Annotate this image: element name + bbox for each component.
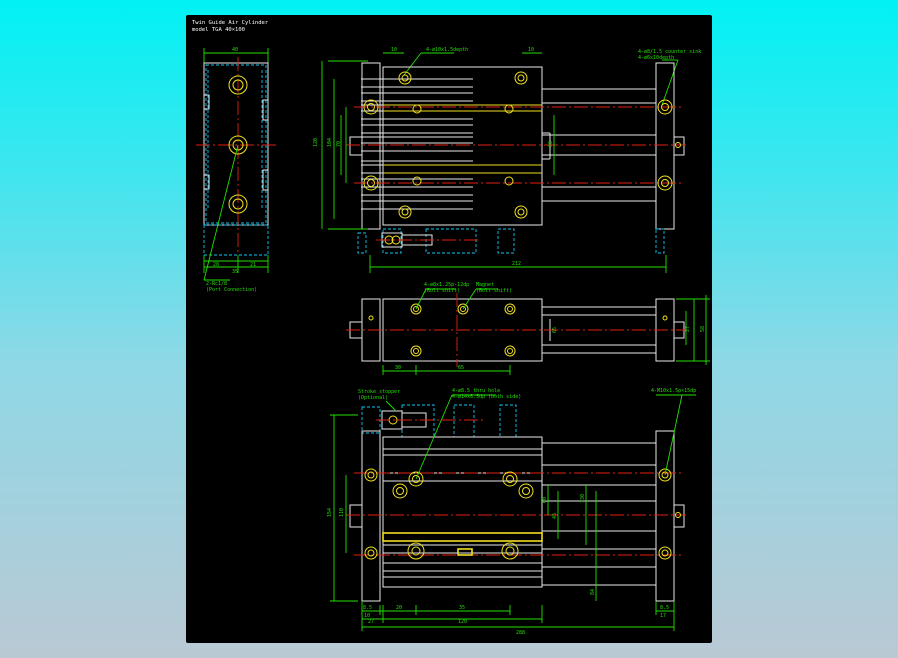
bot-dim-g: 17 bbox=[660, 613, 666, 619]
top-holes-label: 4-ø10x1.5depth bbox=[426, 47, 468, 53]
title-line-1: Twin Guide Air Cylinder bbox=[192, 20, 269, 26]
bot-dim-c: 35 bbox=[459, 605, 465, 611]
mid-dim-r2: 58 bbox=[700, 326, 706, 332]
bot-callout-mid-1: 4-ø8.5 thru hole bbox=[452, 388, 500, 394]
bot-dim-mid-d: 84 bbox=[590, 589, 596, 595]
mid-callout-1a: 4-ø8x1.25p-12dp bbox=[424, 282, 469, 288]
bot-callout-left-2: (Optional) bbox=[358, 395, 388, 401]
bot-dim-mid-a: 60 bbox=[542, 497, 548, 503]
mid-dim-r1: 27 bbox=[685, 326, 691, 332]
side-top-width: 40 bbox=[232, 47, 238, 53]
mid-dim-left: 30 bbox=[395, 365, 401, 371]
bot-height-outer: 154 bbox=[327, 508, 333, 517]
bot-length-total: 288 bbox=[516, 630, 525, 636]
bot-height-left: 110 bbox=[339, 508, 345, 517]
top-height-right: 60 bbox=[548, 141, 554, 147]
top-right-label-1: 4-ø8/1.5 counter sink bbox=[638, 49, 701, 55]
title-line-2: model TGA 40×100 bbox=[192, 27, 245, 33]
mid-dim-mid: 65 bbox=[458, 365, 464, 371]
mid-callout-2a: Magnet bbox=[476, 282, 494, 288]
bot-dim-mid-b: 45 bbox=[552, 513, 558, 519]
side-dim-1: 20 bbox=[213, 262, 219, 268]
bot-dim-d: 8.5 bbox=[660, 605, 669, 611]
bot-dim-mid-c: 130 bbox=[580, 494, 586, 503]
mid-callout-1b: (Bolt shift) bbox=[424, 288, 460, 294]
top-length-total: 212 bbox=[512, 261, 521, 267]
top-view: 10 10 4-ø10x1.5depth 4-ø8/1.5 counter si… bbox=[313, 47, 701, 273]
bot-dim-a: 8.5 bbox=[363, 605, 372, 611]
side-dim-2: 21 bbox=[250, 262, 256, 268]
top-right-label-2: 4-ø6x10depth bbox=[638, 55, 674, 61]
top-dim-right: 10 bbox=[528, 47, 534, 53]
bot-dim-h: 10 bbox=[364, 613, 370, 619]
side-view: 40 20 21 35 2-Rc1/8 (Port Connection) bbox=[196, 47, 278, 293]
side-dim-3: 35 bbox=[232, 269, 238, 275]
bot-callout-left-1: Stroke stopper bbox=[358, 389, 400, 395]
bot-dim-e: 27 bbox=[368, 619, 374, 625]
side-callout-1: 2-Rc1/8 bbox=[206, 281, 227, 287]
bot-callout-mid-2: 4-ø14x8.5dp (both side) bbox=[452, 394, 521, 400]
cad-drawing: .g { stroke:#22e000; fill:none; stroke-w… bbox=[192, 20, 710, 636]
bot-dim-b: 20 bbox=[396, 605, 402, 611]
side-callout-2: (Port Connection) bbox=[206, 287, 257, 293]
drawing-sheet: .g { stroke:#22e000; fill:none; stroke-w… bbox=[186, 15, 712, 643]
bot-callout-right: 4-M10x1.5p×15dp bbox=[651, 388, 696, 394]
mid-callout-2b: (Bolt shift) bbox=[476, 288, 512, 294]
bottom-view: Stroke stopper (Optional) 4-ø8.5 thru ho… bbox=[327, 388, 696, 636]
top-dim-left: 10 bbox=[391, 47, 397, 53]
top-height-mid: 104 bbox=[327, 138, 333, 147]
mid-dim-r3: 65 bbox=[552, 327, 558, 333]
top-height-inner: 70 bbox=[336, 141, 342, 147]
top-height-outer: 120 bbox=[313, 138, 319, 147]
bot-dim-f: 120 bbox=[458, 619, 467, 625]
middle-view: 4-ø8x1.25p-12dp (Bolt shift) Magnet (Bol… bbox=[346, 282, 710, 375]
